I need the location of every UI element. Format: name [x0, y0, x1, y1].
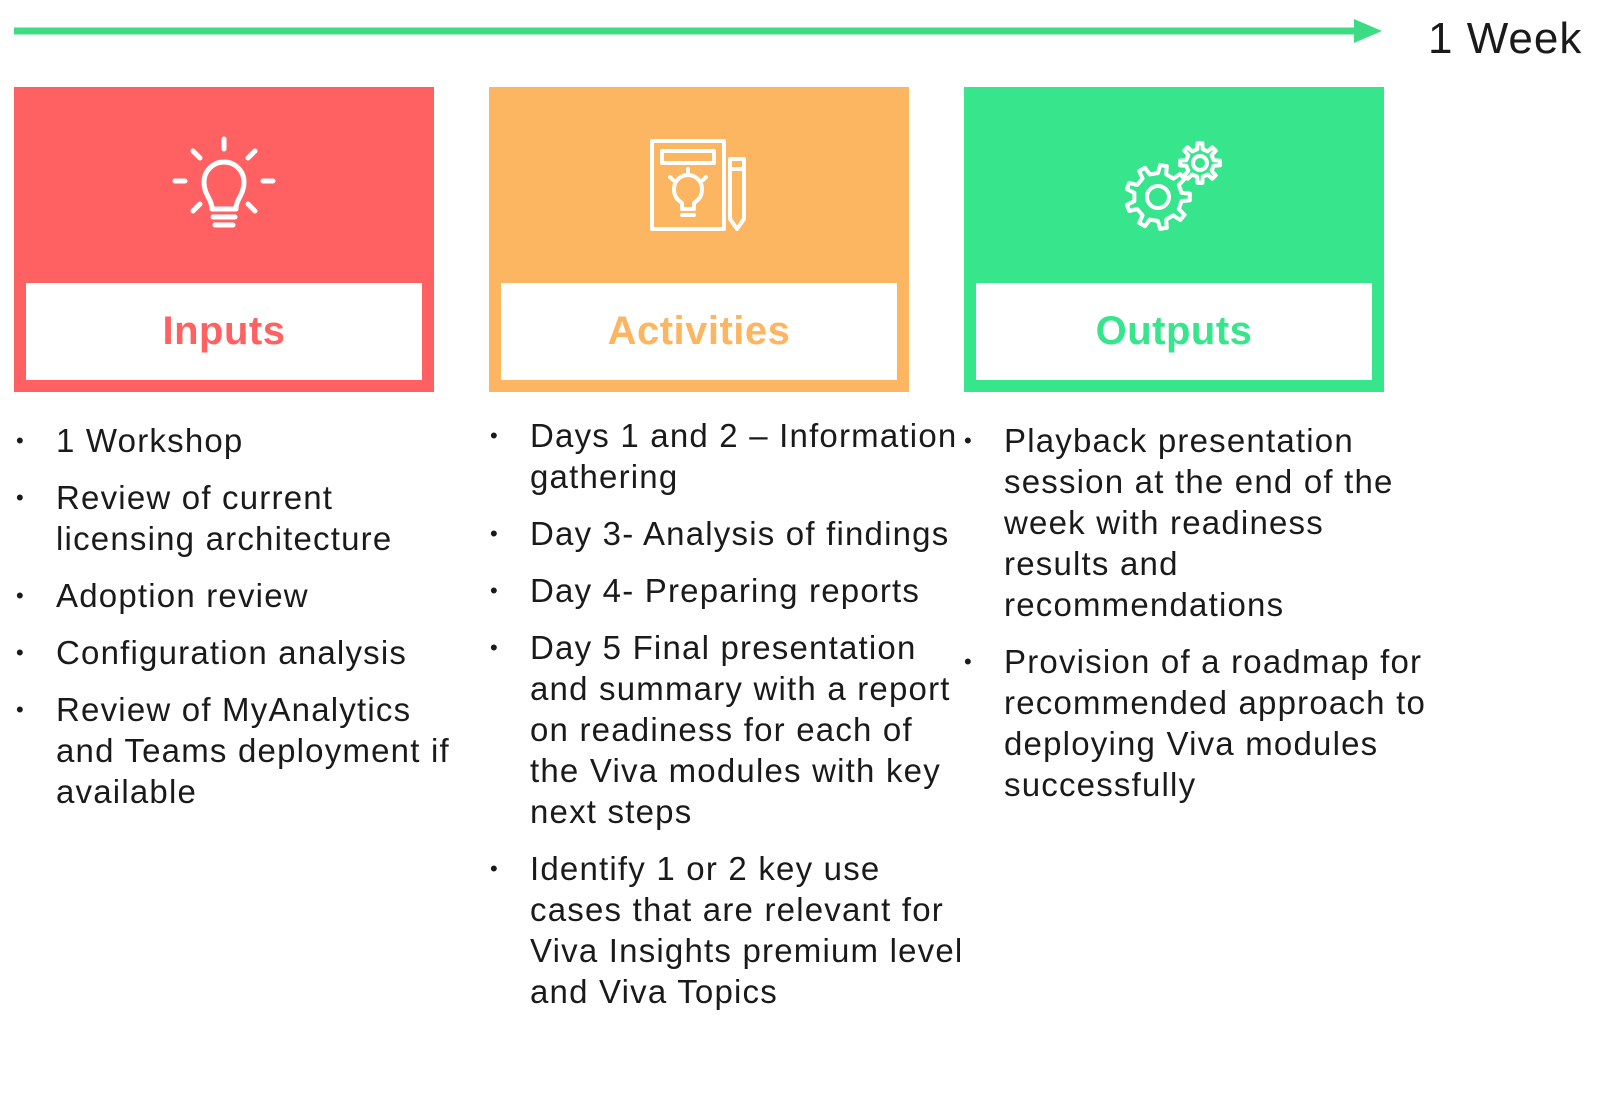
list-item-text: Review of MyAnalytics and Teams deployme…	[56, 691, 450, 810]
list-item: • Playback presentation session at the en…	[964, 420, 1434, 625]
inputs-title-box: Inputs	[26, 283, 422, 380]
list-item-text: Playback presentation session at the end…	[1004, 422, 1394, 623]
list-item: • 1 Workshop	[16, 420, 456, 461]
list-item-text: 1 Workshop	[56, 422, 244, 459]
list-item: • Adoption review	[16, 575, 456, 616]
activities-card: Activities	[489, 87, 909, 392]
activities-list: •Days 1 and 2 – Information gathering•Da…	[490, 415, 970, 1028]
outputs-title-box: Outputs	[976, 283, 1372, 380]
list-item-text: Day 4- Preparing reports	[530, 572, 921, 609]
bullet: •	[490, 856, 499, 881]
list-item-text: Day 3- Analysis of findings	[530, 515, 950, 552]
inputs-title: Inputs	[162, 309, 286, 353]
outputs-list: • Playback presentation session at the en…	[964, 420, 1434, 821]
bullet: •	[490, 578, 499, 603]
bullet: •	[490, 635, 499, 660]
inputs-icon-area	[14, 87, 434, 282]
list-item: • Identify 1 or 2 key use cases that are …	[490, 848, 970, 1012]
list-item-text: Days 1 and 2 – Information gathering	[530, 417, 958, 495]
bullet: •	[16, 640, 25, 665]
list-item: •Days 1 and 2 – Information gathering	[490, 415, 970, 497]
inputs-list: • 1 Workshop • Review of current licensing …	[16, 420, 456, 828]
activities-title-box: Activities	[501, 283, 897, 380]
bullet: •	[16, 583, 25, 608]
timeline-label: 1 Week	[1428, 14, 1583, 63]
list-item-text: Adoption review	[56, 577, 309, 614]
list-item-text: Day 5 Final presentation and summary wit…	[530, 629, 951, 830]
gears-icon	[1124, 140, 1222, 231]
bullet: •	[490, 521, 499, 546]
bullet: •	[964, 428, 973, 453]
bullet: •	[964, 649, 973, 674]
activities-icon-area	[489, 87, 909, 282]
outputs-icon-area	[964, 87, 1384, 282]
bullet: •	[16, 697, 25, 722]
list-item: • Day 4- Preparing reports	[490, 570, 970, 611]
lightbulb-icon	[172, 136, 276, 227]
list-item: • Review of MyAnalytics and Teams deploym…	[16, 689, 456, 812]
timeline-arrow	[14, 19, 1382, 43]
idea-notepad-pencil-icon	[650, 138, 746, 231]
list-item-text: Review of current licensing architecture	[56, 479, 393, 557]
list-item: • Day 5 Final presentation and summary wi…	[490, 627, 970, 832]
list-item-text: Identify 1 or 2 key use cases that are r…	[530, 850, 964, 1010]
bullet: •	[16, 485, 25, 510]
list-item: • Day 3- Analysis of findings	[490, 513, 970, 554]
list-item: • Provision of a roadmap for recommended …	[964, 641, 1434, 805]
activities-title: Activities	[607, 309, 791, 353]
bullet: •	[490, 423, 499, 448]
list-item-text: Configuration analysis	[56, 634, 408, 671]
list-item: • Review of current licensing architectur…	[16, 477, 456, 559]
outputs-card: Outputs	[964, 87, 1384, 392]
list-item: • Configuration analysis	[16, 632, 456, 673]
timeline: 1 Week	[14, 14, 1594, 63]
list-item-text: Provision of a roadmap for recommended a…	[1004, 643, 1427, 803]
inputs-card: Inputs	[14, 87, 434, 392]
bullet: •	[16, 428, 25, 453]
outputs-title: Outputs	[1095, 309, 1253, 353]
